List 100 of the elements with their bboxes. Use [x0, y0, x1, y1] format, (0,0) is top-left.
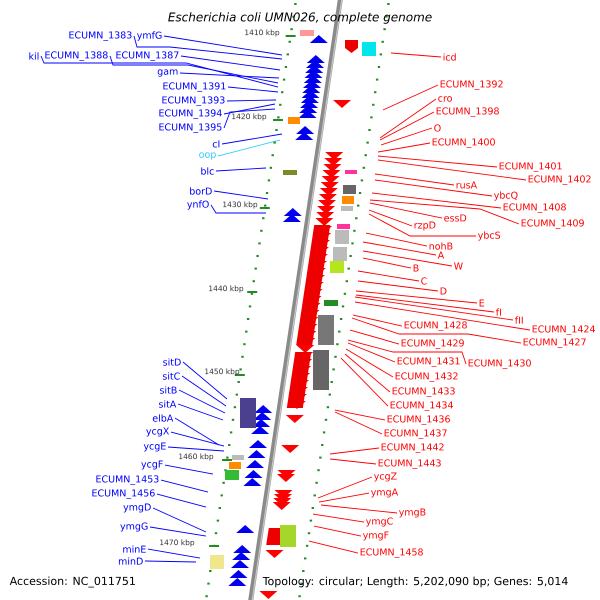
gene-label: ybcQ [494, 191, 518, 201]
gene-label: ECUMN_1387 [116, 51, 178, 61]
leader-line [378, 156, 498, 168]
gene-label: ECUMN_1391 [163, 82, 226, 92]
gene-label: ycgX [146, 428, 169, 436]
gene-label: ycgE [144, 442, 166, 452]
title: Escherichia coli UMN026, complete genome [168, 12, 432, 24]
gene-label: A [438, 252, 444, 258]
leader-line [182, 376, 226, 406]
leader-line [314, 526, 362, 536]
gene-label: borD [190, 187, 212, 195]
gene-label: ECUMN_1431 [398, 357, 460, 367]
gene-label: ymgC [366, 517, 393, 527]
gene-label: ECUMN_1434 [390, 401, 453, 411]
gene-label: ECUMN_1400 [432, 138, 495, 148]
leader-line [382, 84, 438, 110]
gene-label: B [414, 264, 419, 272]
gene-label: ECUMN_1398 [436, 107, 499, 117]
leader-line [110, 56, 278, 84]
gene-label: ymgF [362, 532, 389, 540]
gene-label: O [434, 124, 441, 132]
gene-label: D [440, 288, 446, 294]
leader-line [218, 140, 280, 156]
leader-line [370, 202, 442, 218]
leader-line [160, 480, 208, 492]
leader-line [178, 404, 224, 420]
gene-label: ECUMN_1442 [382, 443, 444, 453]
leader-line [368, 214, 476, 236]
gene-label: ymgD [123, 504, 151, 512]
gene-label: gam [158, 69, 178, 77]
gene-label: ECUMN_1388 [45, 51, 108, 61]
leader-line [354, 296, 514, 320]
leader-line [358, 280, 438, 292]
leader-line [168, 446, 224, 452]
leader-line [180, 72, 280, 78]
gene-label: ECUMN_1408 [504, 203, 566, 213]
gene-label: ECUMN_1436 [388, 415, 450, 425]
gene-label: sitB [160, 386, 177, 394]
leader-line [156, 494, 206, 508]
gene-label: minD [118, 557, 143, 565]
gene-label: ECUMN_1429 [402, 339, 464, 349]
gene-label: E [480, 300, 484, 306]
gene-label: ECUMN_1433 [392, 387, 455, 397]
leader-line [362, 242, 436, 256]
leader-line [370, 200, 520, 224]
gene-label: ymgA [370, 488, 398, 498]
leader-line [356, 290, 478, 304]
gene-label: ECUMN_1383 [69, 31, 132, 41]
gene-label: elbA [152, 414, 174, 422]
gene-label: ECUMN_1401 [500, 162, 562, 172]
leader-line [344, 354, 390, 392]
info-text: Topology: circular; Length: 5,202,090 bp; Genes: 5,014 [262, 576, 568, 588]
gene-label: ECUMN_1424 [532, 325, 595, 335]
gene-label: ECUMN_1393 [162, 96, 225, 106]
leader-line [182, 362, 228, 400]
leader-line [378, 160, 526, 180]
gene-label: fI [496, 308, 501, 316]
leader-line [174, 418, 220, 446]
leader-line [380, 112, 434, 140]
gene-label: ECUMN_1427 [524, 338, 586, 348]
leader-line [380, 98, 436, 138]
leader-line [350, 330, 400, 344]
leader-line [178, 390, 226, 414]
gene-label: fII [514, 316, 523, 324]
leader-line [308, 540, 358, 554]
gene-label: cI [212, 140, 220, 148]
gene-label: cro [438, 96, 452, 102]
leader-line [134, 36, 282, 60]
gene-label: rzpD [414, 222, 436, 230]
leader-line [340, 358, 388, 406]
leader-line [150, 526, 206, 536]
leader-line [148, 548, 200, 558]
gene-label: oop [199, 152, 216, 160]
gene-label: ECUMN_1428 [404, 321, 467, 331]
leader-line [180, 56, 280, 70]
leader-line [348, 340, 466, 364]
leader-line [226, 100, 276, 102]
leader-line [152, 508, 206, 532]
gene-label: ECUMN_1443 [378, 459, 441, 469]
gene-label: ECUMN_1394 [159, 109, 222, 119]
leader-line [366, 232, 428, 246]
leader-line [378, 142, 430, 152]
gene-label: sitD [163, 358, 181, 366]
leader-line [222, 134, 282, 144]
gene-label: ECUMN_1453 [96, 475, 159, 485]
leader-line [164, 464, 214, 474]
gene-label: ymgB [398, 508, 426, 518]
leader-line [144, 560, 196, 562]
leader-line [390, 52, 442, 58]
leader-line [352, 318, 522, 344]
leader-line [312, 514, 364, 522]
leader-line [40, 56, 278, 88]
leader-line [374, 174, 454, 186]
leader-line [224, 108, 276, 128]
gene-label: ybcS [478, 231, 500, 241]
gene-label: ECUMN_1430 [468, 359, 531, 369]
gene-label: ECUMN_1437 [384, 429, 447, 439]
leader-line [348, 342, 396, 362]
leader-line [372, 192, 502, 208]
info-text: Accession: NC_011751 [10, 576, 135, 588]
